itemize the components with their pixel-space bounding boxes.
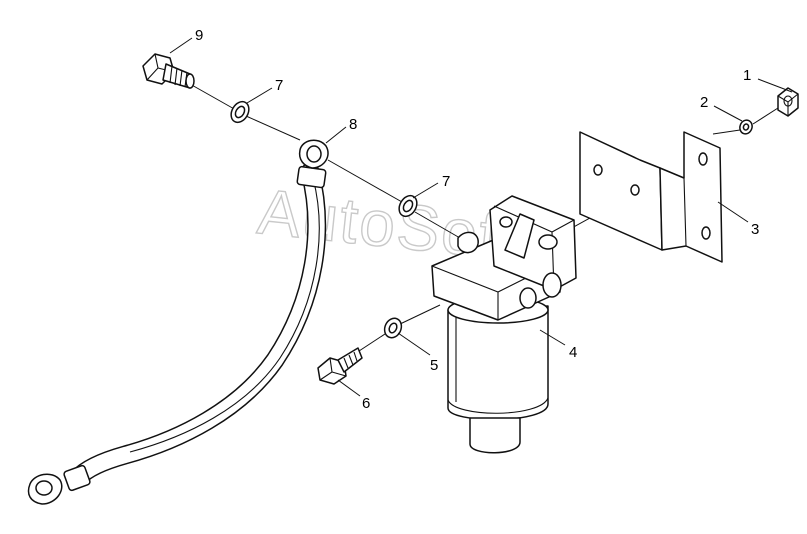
callout-6: 6 [362, 395, 370, 412]
callout-8: 8 [349, 116, 357, 133]
callout-5: 5 [430, 357, 438, 374]
mounting-bolt [317, 347, 363, 385]
callout-7-lower: 7 [442, 173, 450, 190]
sealing-washer-upper [230, 100, 250, 124]
sealing-washer-lower [398, 194, 418, 218]
fuel-filter [431, 195, 577, 454]
callout-7-upper: 7 [275, 77, 283, 94]
fuel-hose [27, 139, 329, 505]
callout-leaders [169, 37, 793, 397]
callout-labels: 9 7 8 7 1 2 3 4 5 6 [195, 27, 759, 412]
callout-3: 3 [751, 221, 759, 238]
callout-4: 4 [569, 344, 577, 361]
callout-9: 9 [195, 27, 203, 44]
callout-2: 2 [700, 94, 708, 111]
banjo-bolt [142, 53, 195, 89]
callout-1: 1 [743, 67, 751, 84]
hex-nut [777, 87, 799, 117]
mounting-bracket [579, 131, 723, 263]
washer [383, 317, 403, 339]
spring-washer [739, 119, 753, 135]
